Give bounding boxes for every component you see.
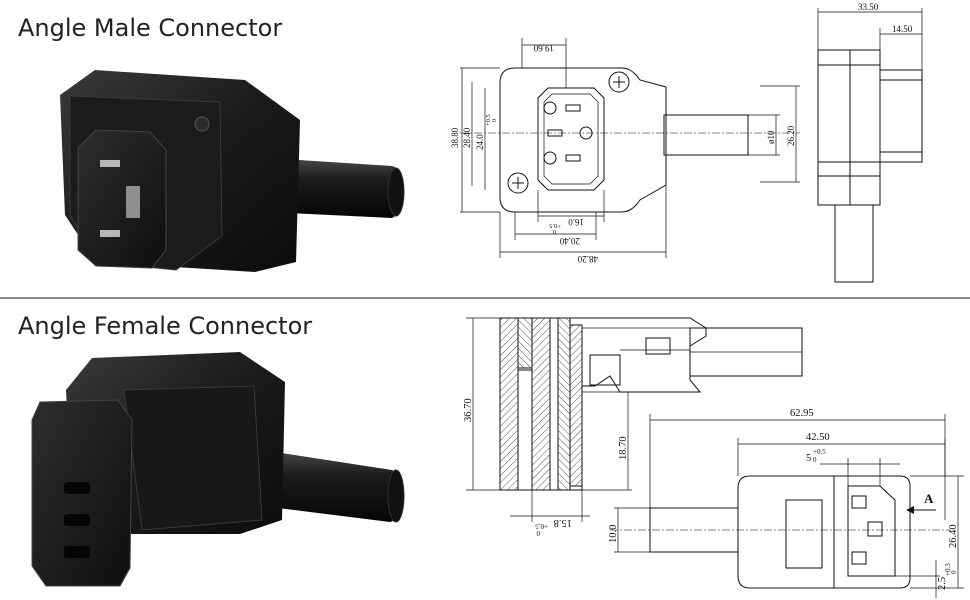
dim-diameter-10: ø10	[766, 130, 776, 144]
dim-16: 16.0	[568, 217, 584, 227]
dim-20-40: 20.40	[559, 236, 580, 246]
dim-15-8: 15.8	[554, 517, 572, 528]
male-front-drawing: 19.60 38.80 28.40 24.0 +0.5 0 16.0 +0.5 …	[450, 38, 800, 264]
dim-15-8-tol-bot: 0	[536, 529, 540, 537]
female-bottom-drawing: 62.95 42.50 5 +0.5 0 A 10.0 26.40	[608, 408, 964, 598]
dim-14-50: 14.50	[892, 24, 913, 34]
dim-36-70: 36.70	[463, 398, 474, 422]
dim-15-8-tol-top: +0.5	[535, 522, 548, 530]
dim-24-tol-top: +0.5	[485, 114, 492, 126]
dim-62-95: 62.95	[790, 408, 814, 419]
male-side-drawing: 33.50 14.50	[817, 2, 923, 283]
section-label-a: A	[924, 491, 934, 506]
dim-2-5-tol-bot: 0	[950, 570, 958, 574]
dim-33-50: 33.50	[858, 2, 879, 12]
dim-26-40: 26.40	[948, 524, 959, 548]
male-panel-title: Angle Male Connector	[18, 14, 283, 42]
dim-2-5: 2.5	[937, 577, 948, 590]
female-section-drawing: 36.70 18.70 15.8 +0.5 0	[463, 317, 803, 537]
female-connector-photo	[31, 352, 405, 587]
dim-2-5-tol-top: +0.3	[944, 563, 952, 576]
dim-28-40: 28.40	[462, 127, 472, 148]
dim-16-tol-bot: 0	[553, 228, 556, 235]
dim-24: 24.0	[475, 134, 485, 150]
dim-5-tol-top: +0.5	[813, 448, 826, 456]
dim-10: 10.0	[608, 525, 619, 543]
dim-24-tol-bot: 0	[491, 119, 498, 122]
dim-42-50: 42.50	[806, 432, 830, 443]
dim-48-20: 48.20	[577, 254, 598, 264]
female-panel-title: Angle Female Connector	[18, 312, 313, 340]
dim-38-80: 38.80	[450, 127, 460, 148]
dim-18-70: 18.70	[618, 436, 629, 460]
section-divider	[0, 297, 970, 299]
dim-26-20: 26.20	[786, 125, 796, 146]
dim-5-tol-bot: 0	[813, 456, 817, 464]
dim-16-tol-top: +0.5	[549, 222, 561, 229]
male-connector-photo	[60, 70, 405, 272]
dim-5: 5	[806, 453, 811, 464]
dim-19-60: 19.60	[533, 43, 554, 53]
